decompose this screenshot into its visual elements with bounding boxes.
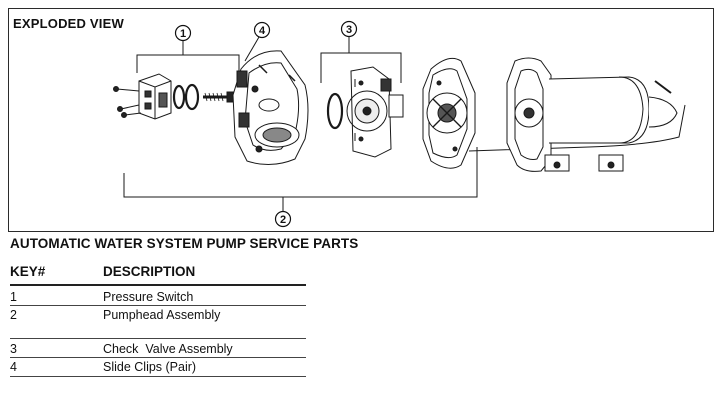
- exploded-view-title: EXPLODED VIEW: [13, 16, 124, 31]
- o-ring-medium: [184, 83, 200, 111]
- row-divider: [10, 376, 306, 377]
- row-key: 3: [10, 342, 17, 356]
- row-key: 2: [10, 308, 17, 322]
- row-description: Pumphead Assembly: [103, 308, 221, 322]
- exploded-view-diagram: 1 4 3 2: [113, 20, 686, 228]
- callout-2-label: 2: [280, 214, 286, 226]
- row-key: 4: [10, 360, 17, 374]
- pressure-switch-part: [113, 73, 172, 120]
- callout-3-marker: 3: [340, 20, 358, 38]
- o-ring-small: [172, 84, 186, 110]
- row-description: Slide Clips (Pair): [103, 360, 197, 374]
- callout-3-label: 3: [346, 24, 352, 36]
- callout-1-marker: 1: [174, 24, 192, 42]
- diaphragm-plate: [422, 57, 476, 169]
- callout-4-label: 4: [259, 25, 266, 37]
- key-column-header: KEY#: [10, 264, 46, 279]
- row-description: Check Valve Assembly: [103, 342, 233, 356]
- service-parts-title: AUTOMATIC WATER SYSTEM PUMP SERVICE PART…: [10, 236, 359, 251]
- row-divider: [10, 305, 306, 306]
- header-divider: [10, 284, 306, 286]
- switch-screw: [203, 91, 236, 103]
- check-valve-part: [326, 66, 404, 158]
- callout-1-bracket: [136, 39, 240, 73]
- row-divider: [10, 357, 306, 358]
- callout-4-marker: 4: [253, 21, 271, 39]
- row-key: 1: [10, 290, 17, 304]
- row-description: Pressure Switch: [103, 290, 194, 304]
- exploded-view-panel: EXPLODED VIEW: [8, 8, 714, 232]
- callout-2-bracket: [123, 147, 478, 211]
- callout-1-label: 1: [180, 28, 186, 40]
- callout-3-bracket: [320, 37, 402, 83]
- callout-2-marker: 2: [274, 210, 292, 228]
- motor-wire: [468, 104, 686, 152]
- pumphead-housing: [232, 50, 309, 165]
- row-divider: [10, 338, 306, 339]
- motor-body: [506, 57, 678, 172]
- description-column-header: DESCRIPTION: [103, 264, 196, 279]
- callout-4-leader: [244, 36, 260, 62]
